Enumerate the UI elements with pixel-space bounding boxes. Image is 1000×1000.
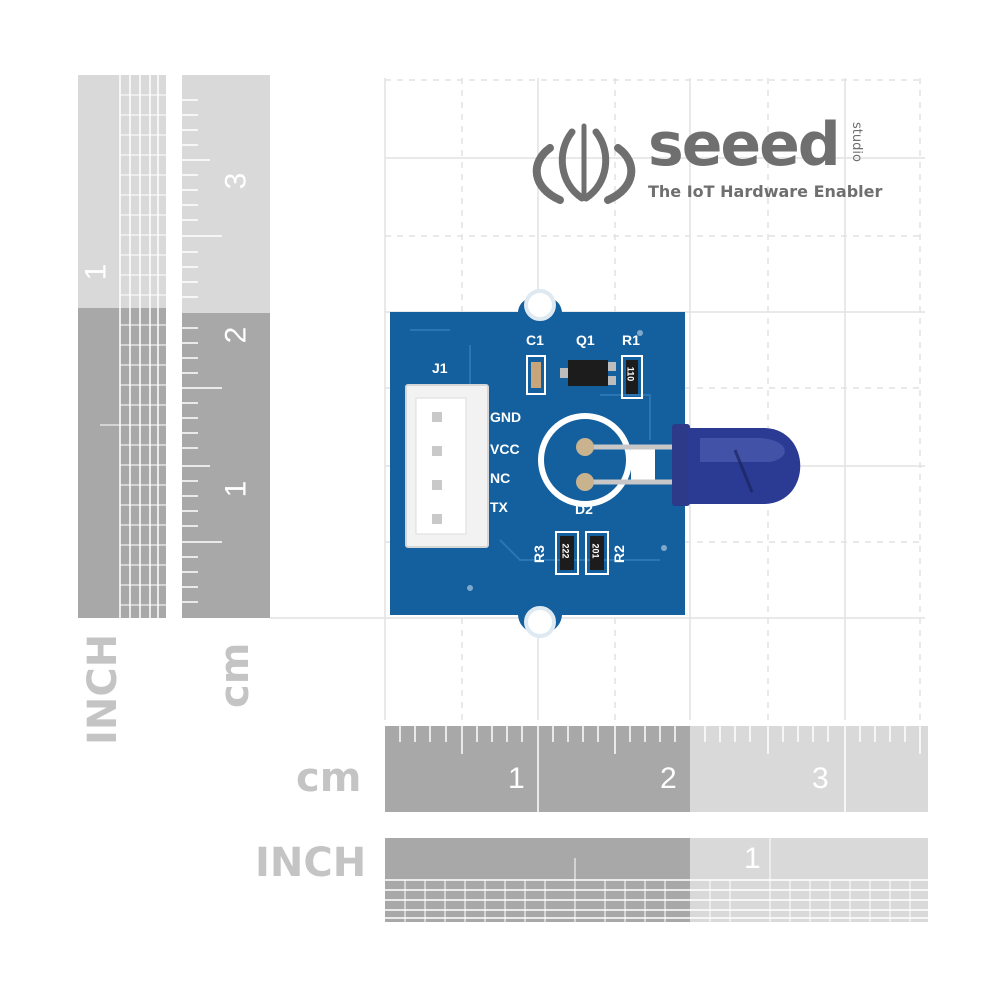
vertical-inch-label: INCH	[80, 633, 126, 745]
horizontal-cm-tick-3: 3	[812, 762, 829, 795]
horizontal-cm-label: cm	[296, 755, 362, 801]
horizontal-cm-tick-2: 2	[660, 762, 677, 795]
horizontal-cm-ruler	[385, 726, 928, 812]
vertical-inch-tick-1: 1	[79, 263, 113, 281]
vertical-cm-tick-3: 3	[219, 172, 253, 190]
label-q1: Q1	[576, 332, 595, 348]
vertical-inch-ruler	[78, 75, 166, 618]
resistor-r2	[585, 531, 609, 575]
vertical-cm-label: cm	[212, 642, 258, 708]
pin-label-tx: TX	[490, 499, 508, 515]
horizontal-cm-tick-1: 1	[508, 762, 525, 795]
logo-studio-text: studio	[849, 122, 864, 162]
ir-led-icon	[672, 424, 801, 506]
capacitor-c1	[526, 355, 546, 395]
led-footprint-ring	[538, 413, 632, 507]
label-r1: R1	[622, 332, 640, 348]
vertical-cm-tick-1: 1	[219, 480, 253, 498]
vertical-cm-tick-2: 2	[219, 326, 253, 344]
pin-label-gnd: GND	[490, 409, 522, 425]
connector-label: J1	[432, 360, 448, 376]
horizontal-inch-tick-1: 1	[744, 842, 761, 875]
pin-label-vcc: VCC	[490, 441, 520, 457]
horizontal-inch-ruler	[385, 838, 928, 922]
horizontal-inch-label: INCH	[255, 840, 367, 886]
pcb-board	[390, 289, 690, 638]
resistor-r3	[555, 531, 579, 575]
vertical-cm-ruler	[182, 75, 270, 618]
label-c1: C1	[526, 332, 544, 348]
seeed-logo-icon	[532, 123, 636, 204]
pin-label-nc: NC	[490, 470, 511, 486]
resistor-r2-code: 201	[590, 543, 601, 559]
logo-wordmark: seeed	[648, 110, 841, 180]
label-r2: R2	[610, 545, 627, 563]
resistor-r1	[621, 355, 643, 399]
resistor-r3-code: 222	[560, 543, 571, 559]
logo-tagline: The IoT Hardware Enabler	[648, 182, 883, 201]
label-d2: D2	[575, 501, 593, 517]
transistor-q1	[568, 360, 608, 386]
resistor-r1-code: 110	[625, 366, 636, 382]
label-r3: R3	[530, 545, 547, 563]
